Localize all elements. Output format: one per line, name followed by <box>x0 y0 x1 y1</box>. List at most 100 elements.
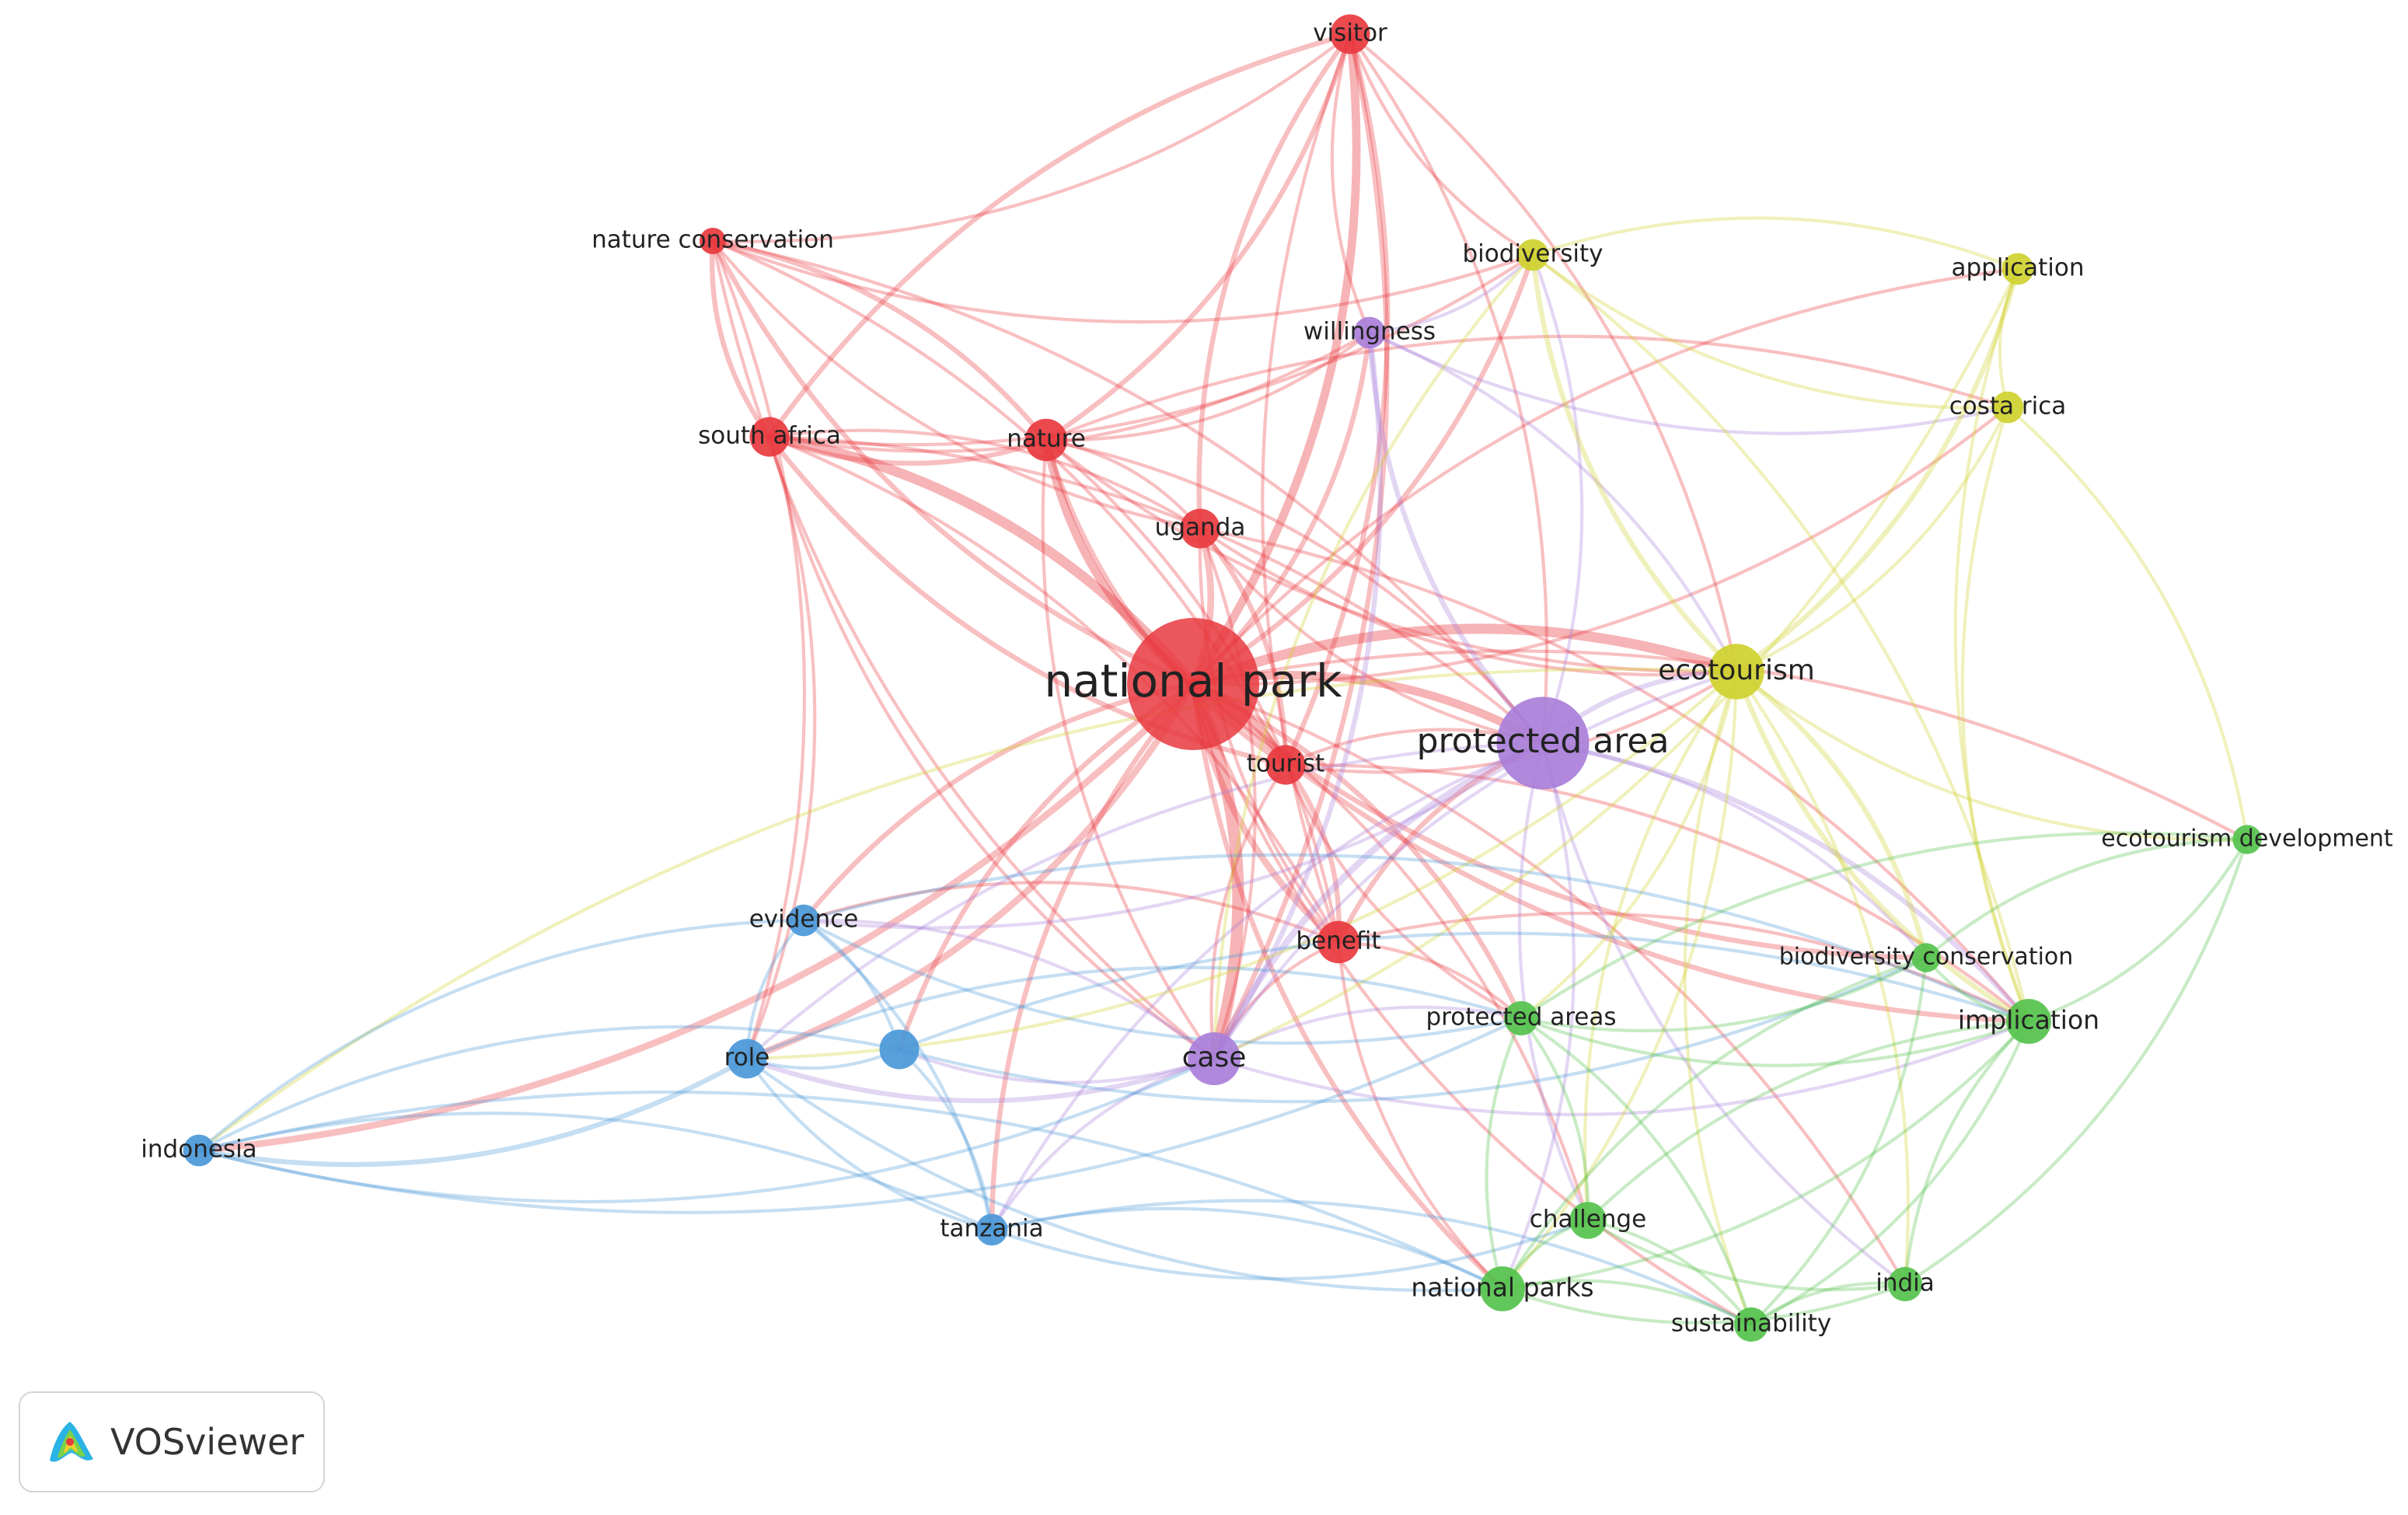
node-costa-rica[interactable] <box>1991 391 2024 424</box>
link-protected-areas-implication <box>1519 1016 2031 1067</box>
link-unlabeled-implication <box>897 931 2031 1052</box>
link-protected-area-biodiversity <box>1530 253 1584 745</box>
link-case-tanzania <box>989 1056 1216 1232</box>
link-ecotourism-challenge <box>1583 669 1739 1223</box>
link-protected-area-challenge <box>1517 741 1590 1223</box>
link-unlabeled-biodiversity-conservation <box>897 955 1928 1104</box>
link-tourist-case <box>1209 763 1288 1061</box>
link-evidence-implication <box>801 853 2031 1024</box>
node-label-protected-areas: protected areas <box>1426 1004 1616 1032</box>
link-tourist-benefit <box>1283 762 1342 945</box>
link-south-africa-case <box>767 435 1216 1061</box>
link-visitor-nature <box>1043 31 1353 443</box>
node-label-application: application <box>1952 254 2085 282</box>
node-biodiversity[interactable] <box>1516 239 1549 271</box>
link-south-africa-uganda <box>767 428 1202 531</box>
link-nature-uganda <box>1044 438 1202 531</box>
node-tourist[interactable] <box>1265 745 1306 785</box>
link-national-park-nature-conservation <box>710 238 1196 687</box>
node-label-nature-conservation: nature conservation <box>592 226 834 254</box>
link-national-parks-sustainability <box>1500 1279 1754 1327</box>
link-national-park-sustainability <box>1191 682 1754 1327</box>
link-ecotourism-india <box>1734 669 1910 1286</box>
node-label-india: india <box>1876 1269 1935 1297</box>
link-willingness-costa-rica <box>1367 330 2010 435</box>
node-visitor[interactable] <box>1330 14 1370 54</box>
node-label-evidence: evidence <box>749 906 859 934</box>
node-south-africa[interactable] <box>749 417 790 457</box>
link-role-tanzania <box>745 1056 994 1232</box>
node-biodiversity-conservation[interactable] <box>1911 943 1941 972</box>
link-south-africa-role <box>745 435 817 1061</box>
node-willingness[interactable] <box>1353 316 1386 349</box>
link-ecotourism-development-biodiversity-conservation <box>1924 837 2249 960</box>
link-nature-conservation-role <box>710 239 807 1061</box>
link-benefit-protected-areas <box>1336 940 1523 1021</box>
link-evidence-protected-areas <box>801 918 1523 1045</box>
link-evidence-tanzania <box>801 918 994 1232</box>
link-costa-rica-implication <box>1960 405 2031 1024</box>
link-ecotourism-protected-areas <box>1519 669 1739 1021</box>
node-benefit[interactable] <box>1317 920 1360 964</box>
node-national-park[interactable] <box>1127 618 1259 750</box>
vosviewer-badge: VOSviewer <box>19 1391 325 1492</box>
node-protected-areas[interactable] <box>1503 1000 1539 1036</box>
node-uganda[interactable] <box>1180 508 1220 549</box>
node-implication[interactable] <box>2006 999 2051 1044</box>
node-label-south-africa: south africa <box>698 422 841 450</box>
link-case-evidence <box>801 918 1216 1061</box>
node-ecotourism-development[interactable] <box>2232 825 2262 854</box>
link-benefit-implication <box>1336 911 2031 1024</box>
link-visitor-biodiversity <box>1348 32 1535 257</box>
node-label-challenge: challenge <box>1530 1206 1646 1234</box>
link-protected-area-role <box>745 741 1545 1061</box>
node-label-visitor: visitor <box>1313 19 1387 47</box>
node-label-role: role <box>724 1044 770 1072</box>
link-national-park-application <box>1191 267 2020 686</box>
link-national-park-role <box>743 680 1197 1063</box>
node-application[interactable] <box>2001 253 2034 285</box>
node-role[interactable] <box>727 1039 767 1079</box>
node-india[interactable] <box>1887 1266 1923 1302</box>
link-protected-area-evidence <box>801 741 1545 930</box>
link-national-park-india <box>1191 682 1907 1286</box>
link-south-africa-willingness <box>767 330 1372 453</box>
node-evidence[interactable] <box>787 904 820 937</box>
node-ecotourism[interactable] <box>1708 644 1764 700</box>
link-visitor-benefit <box>1261 32 1352 944</box>
node-nature[interactable] <box>1024 418 1068 462</box>
link-nature-conservation-uganda <box>710 239 1202 531</box>
link-ecotourism-development-protected-areas <box>1519 831 2249 1021</box>
node-label-costa-rica: costa rica <box>1949 393 2067 421</box>
node-indonesia[interactable] <box>183 1134 215 1167</box>
link-benefit-evidence <box>801 881 1341 944</box>
link-implication-national-parks <box>1500 1019 2031 1291</box>
link-nature-protected-area <box>1044 438 1545 745</box>
link-case-implication <box>1212 1019 2031 1116</box>
node-nature-conservation[interactable] <box>700 228 726 254</box>
link-costa-rica-ecotourism <box>1734 405 2010 674</box>
link-national-parks-india <box>1500 1282 1907 1325</box>
link-national-park-protected-areas <box>1190 681 1524 1021</box>
link-national-park-south-africa <box>764 431 1199 689</box>
node-case[interactable] <box>1188 1032 1241 1085</box>
node-national-parks[interactable] <box>1480 1266 1525 1311</box>
link-case-unlabeled <box>897 1047 1216 1084</box>
node-protected-area[interactable] <box>1496 696 1590 790</box>
link-biodiversity-costa-rica <box>1530 253 2010 410</box>
link-nature-conservation-biodiversity <box>710 239 1535 324</box>
node-unlabeled[interactable] <box>879 1029 920 1070</box>
node-tanzania[interactable] <box>975 1213 1008 1246</box>
node-challenge[interactable] <box>1569 1202 1607 1239</box>
link-indonesia-case <box>197 1056 1216 1204</box>
link-ecotourism-implication <box>1733 668 2032 1025</box>
link-protected-area-india <box>1541 741 1907 1286</box>
node-label-biodiversity-conservation: biodiversity conservation <box>1779 944 2074 971</box>
link-national-park-ecotourism <box>1188 623 1742 689</box>
link-application-ecotourism <box>1733 266 2021 675</box>
link-south-africa-benefit <box>767 435 1341 944</box>
node-sustainability[interactable] <box>1733 1307 1769 1342</box>
link-national-park-national-parks <box>1190 681 1506 1292</box>
link-visitor-south-africa <box>766 31 1353 440</box>
